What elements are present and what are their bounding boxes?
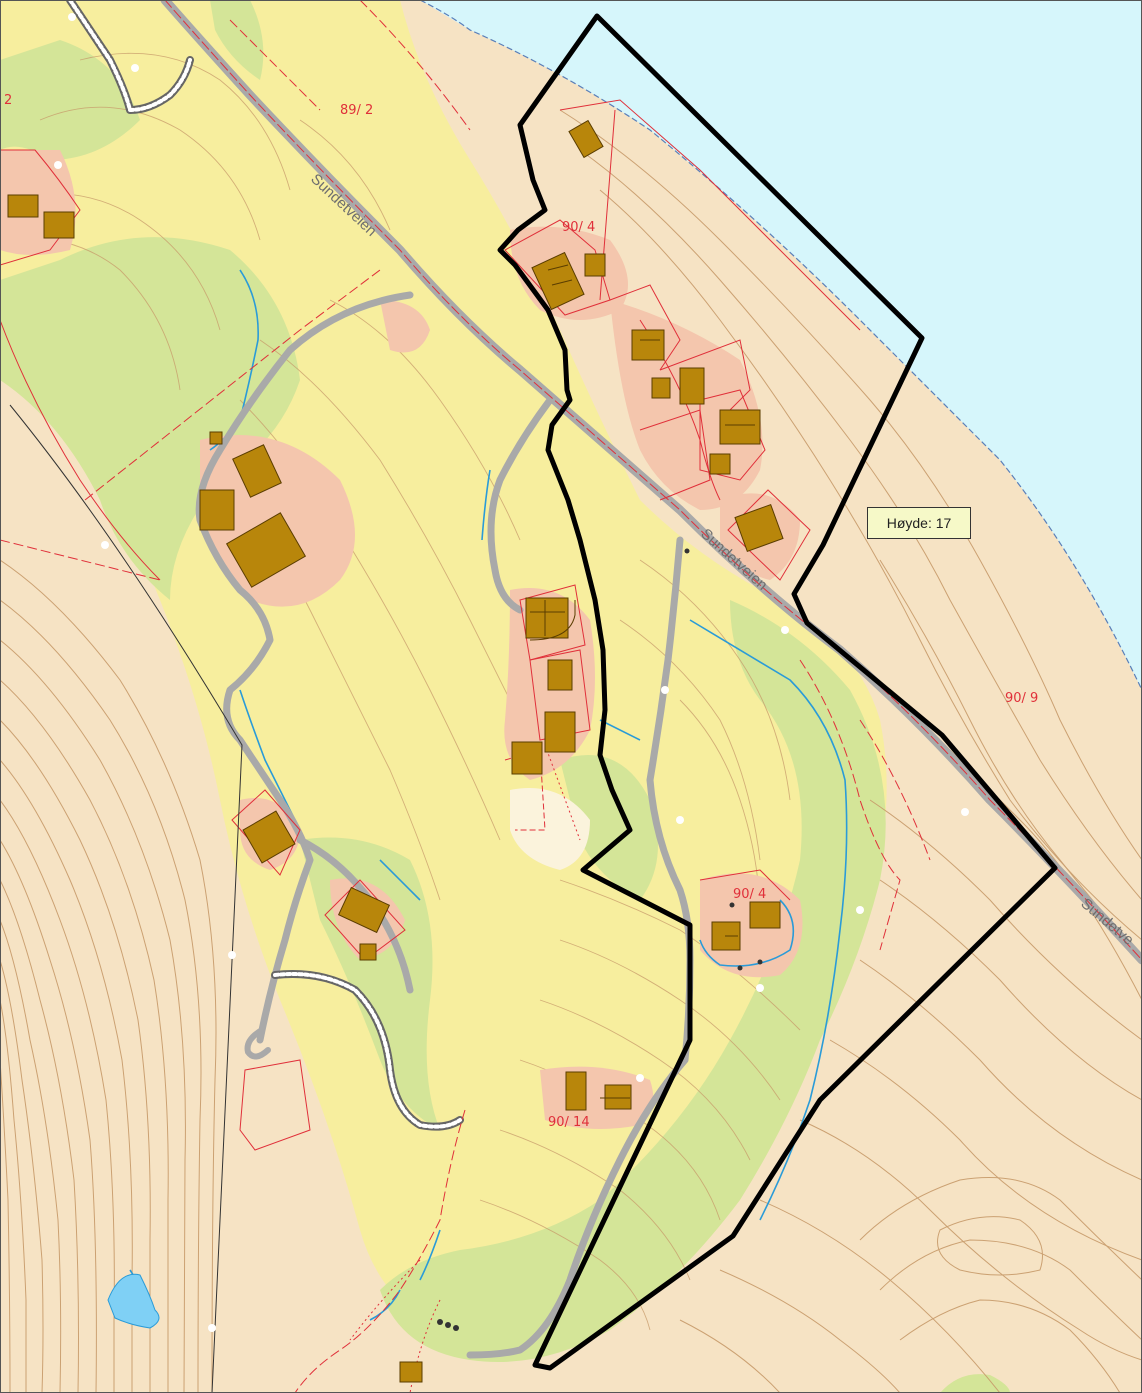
forest-area-7 [940,1374,1010,1393]
survey-points [54,13,969,1332]
forest-area-5 [560,755,658,900]
parcel-label-2: 2 [4,93,12,108]
buildings [7,119,784,1383]
parcel-label-90-14: 90/ 14 [548,1115,590,1130]
study-area-boundary [497,13,1058,1371]
forest-area-1 [0,40,140,160]
forest-area-2 [0,237,300,600]
contours-west [0,559,217,1393]
road-loop-west [244,1027,271,1060]
elevation-tooltip: Høyde: 17 [867,507,971,539]
forest-area-3 [380,600,886,1362]
road-sundetveien-centerline [164,0,1142,961]
road-dashed-north-inner [68,0,192,112]
administrative-line [9,404,243,1393]
building-details [529,264,755,1099]
elevation-tooltip-text: Høyde: 17 [886,515,952,531]
road-dashed-south-inner [273,972,462,1129]
lake [107,1273,160,1329]
shoreline [419,0,1142,691]
small-markers [437,548,763,1331]
parcel-label-90-9: 90/ 9 [1005,691,1038,706]
parcel-label-90-4-south: 90/ 4 [733,887,766,902]
parcel-label-89-2: 89/ 2 [340,103,373,118]
road-branch-central [487,396,554,614]
parcel-label-90-4-north: 90/ 4 [562,220,595,235]
road-branch-west [195,291,414,1044]
sea-area [420,0,1142,690]
forest-area-6 [210,0,264,80]
clearing-white [510,788,590,870]
